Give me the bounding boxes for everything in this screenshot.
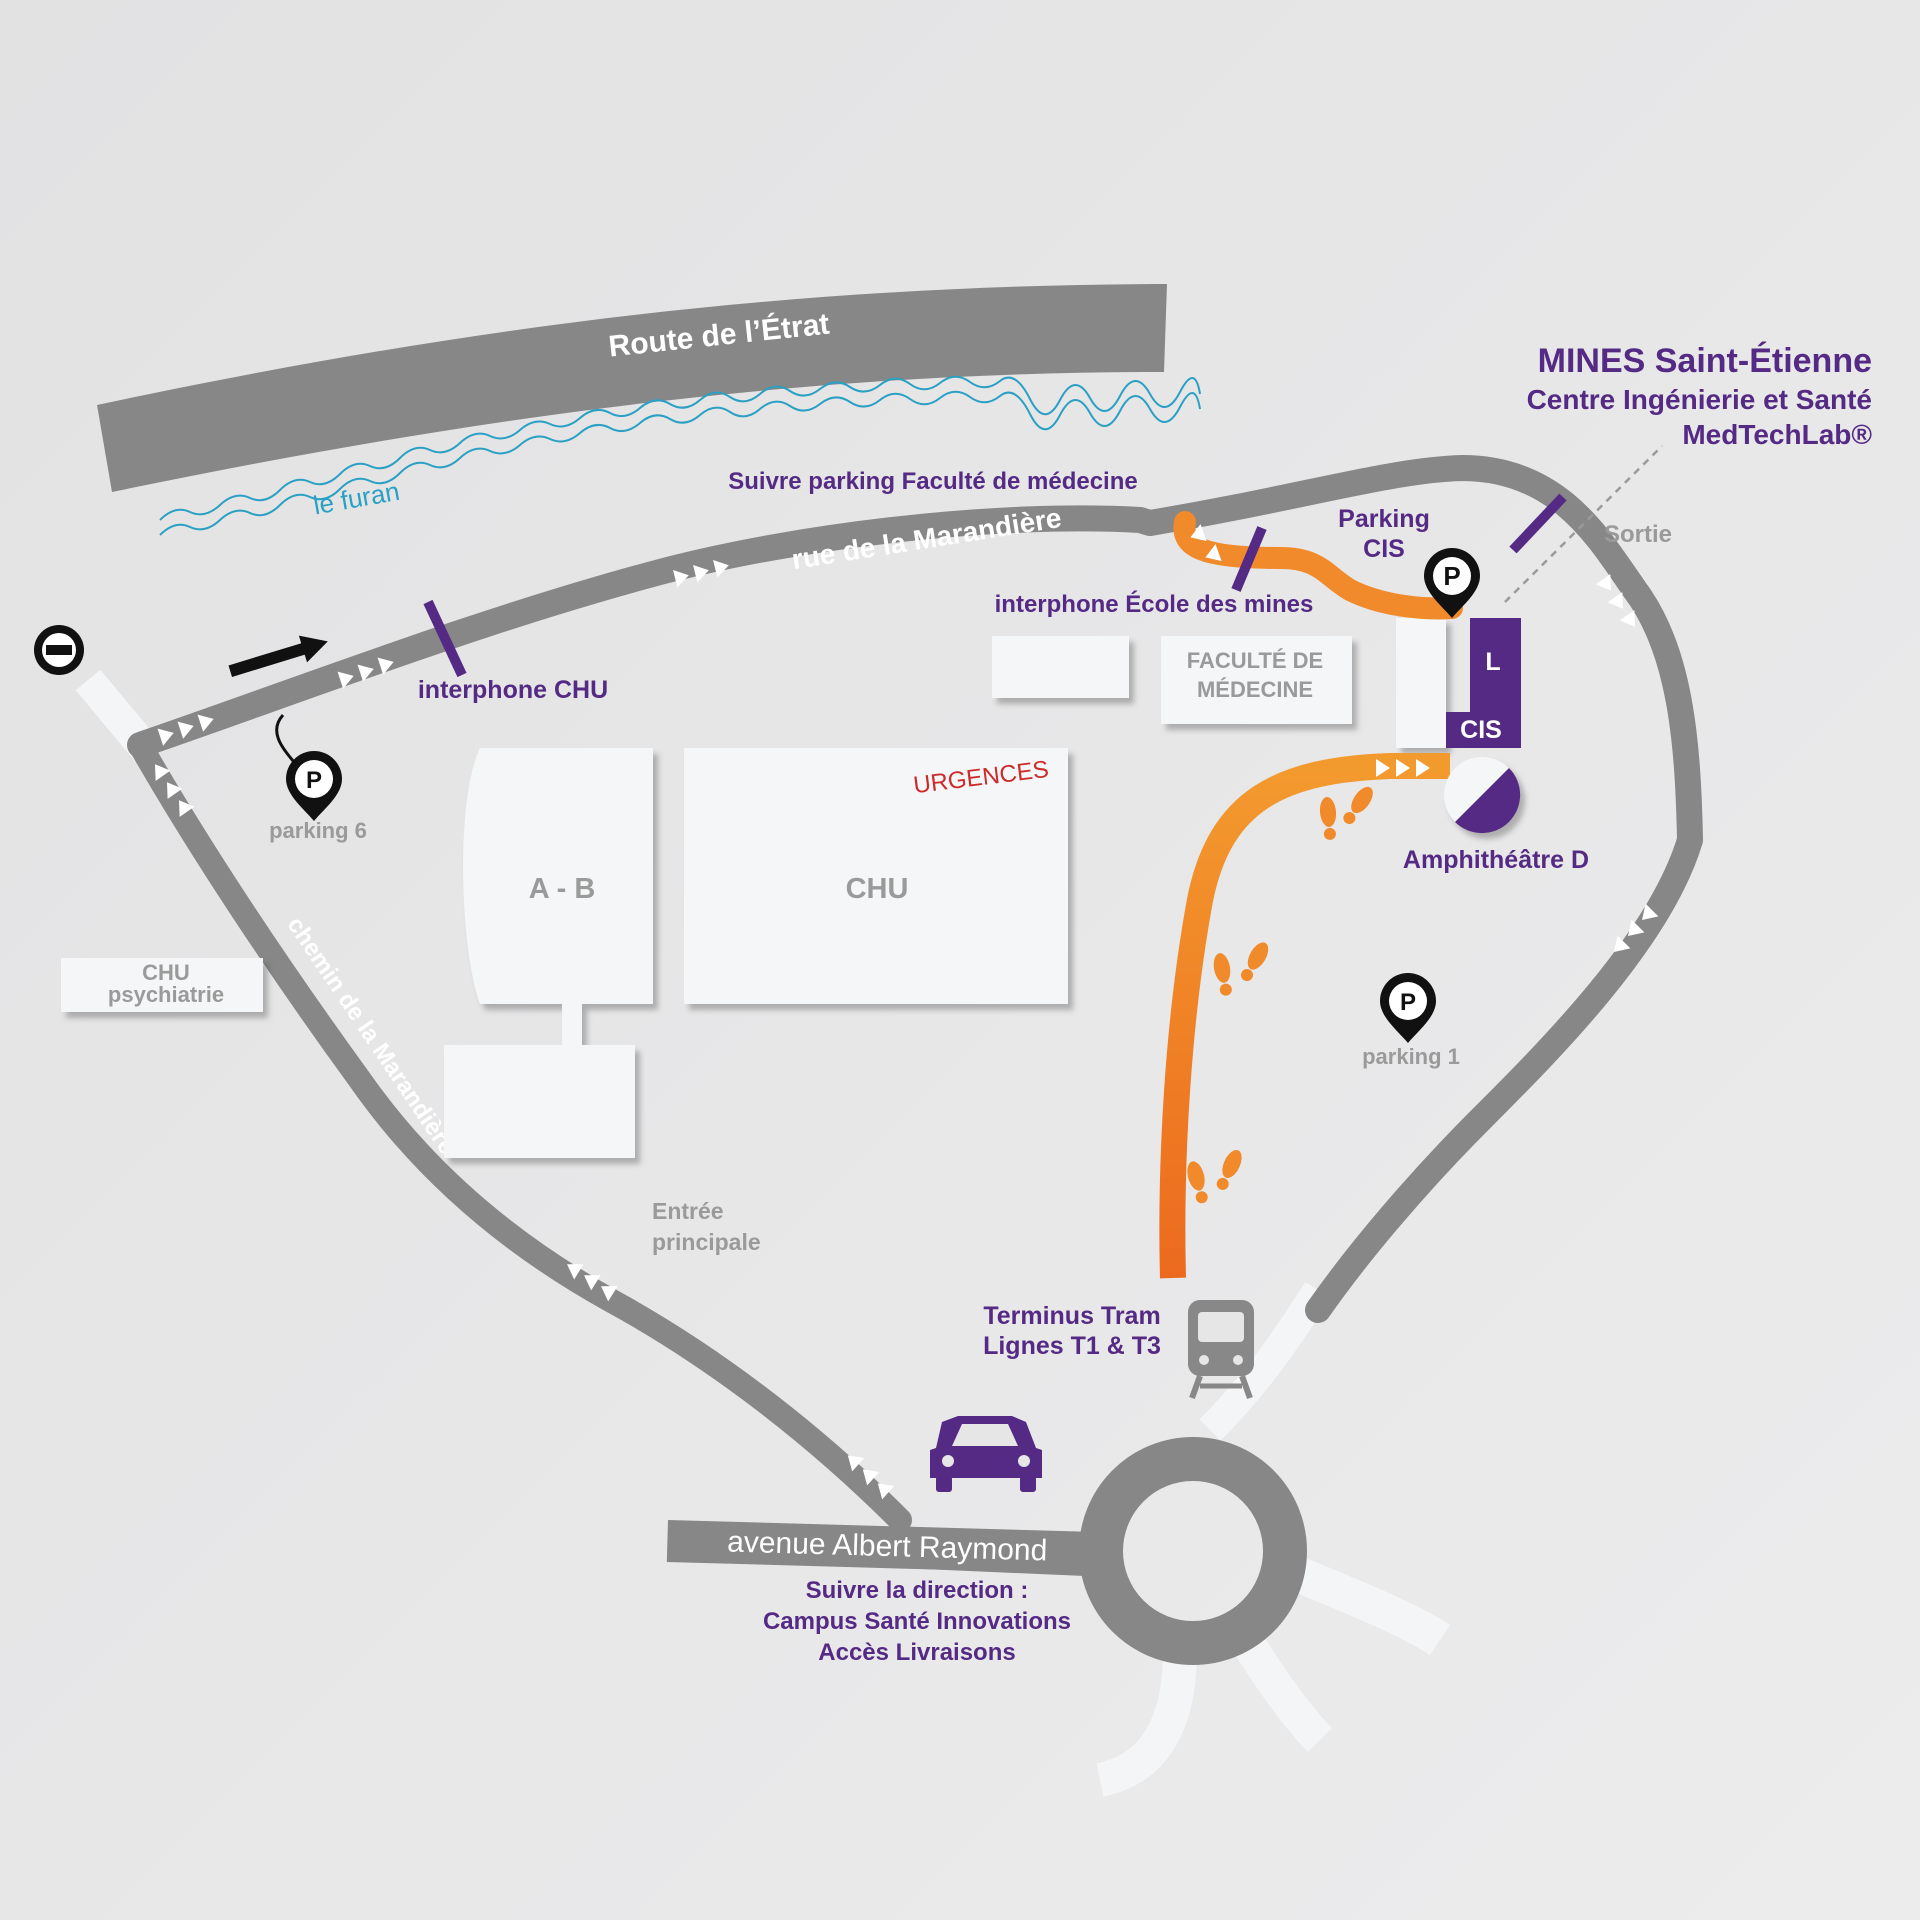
building-cis-white — [1396, 618, 1446, 748]
building-chu-label: CHU — [846, 873, 909, 905]
follow-direction-3: Accès Livraisons — [818, 1639, 1015, 1666]
building-cis — [1446, 712, 1521, 748]
tram-label-2: Lignes T1 & T3 — [983, 1332, 1161, 1360]
amphitheatre-label: Amphithéâtre D — [1403, 846, 1589, 874]
amphitheatre-marker-fill — [1455, 768, 1521, 834]
follow-direction-1: Suivre la direction : — [806, 1577, 1029, 1604]
building-l-label: L — [1485, 648, 1500, 676]
mines-line2: MedTechLab® — [1682, 419, 1872, 450]
entree-label-1: Entrée — [652, 1198, 724, 1224]
parking-cis-label-2: CIS — [1363, 535, 1405, 563]
tram-icon — [1188, 1300, 1254, 1400]
rue-marandiere-road — [127, 455, 1703, 1323]
river-line-1 — [159, 375, 1201, 521]
avenue-albert-body — [666, 1520, 1088, 1574]
river-line-2 — [159, 390, 1201, 536]
building-ab-connector — [562, 1000, 582, 1048]
building-cis-label: CIS — [1460, 716, 1502, 744]
access-road-tram — [1199, 1281, 1331, 1441]
intercom-chu-label: interphone CHU — [418, 676, 608, 704]
follow-direction-2: Campus Santé Innovations — [763, 1608, 1071, 1635]
entree-label-2: principale — [652, 1229, 761, 1255]
building-ab-label: A - B — [529, 873, 596, 905]
parking-cis-label-1: Parking — [1338, 505, 1430, 533]
parking-pin-icon: P — [1380, 973, 1436, 1043]
direction-arrow-icon — [228, 635, 328, 677]
route-to-parking-cis — [1173, 511, 1463, 620]
faculte-label-1: FACULTÉ DE — [1187, 648, 1323, 673]
svg-text:P: P — [306, 767, 322, 794]
roundabout-exit-southwest — [1096, 1649, 1197, 1797]
psychiatrie-label-2: psychiatrie — [108, 982, 224, 1007]
parking-pin-icon: P — [275, 713, 342, 821]
intercom-barrier-icon — [1231, 526, 1267, 592]
psychiatrie-label-1: CHU — [142, 960, 190, 985]
building-chu — [684, 748, 1068, 1004]
route-etrat-road — [97, 284, 1167, 492]
faculte-label-2: MÉDECINE — [1197, 677, 1313, 702]
sortie-label: Sortie — [1604, 521, 1672, 548]
roundabout — [1079, 1437, 1307, 1665]
svg-text:P: P — [1443, 561, 1460, 591]
parking-pin-icon: P — [1424, 548, 1480, 618]
mines-line1: Centre Ingénierie et Santé — [1527, 384, 1872, 415]
tram-label-1: Terminus Tram — [983, 1302, 1160, 1330]
svg-text:P: P — [1400, 989, 1416, 1016]
mines-title: MINES Saint-Étienne — [1538, 342, 1872, 380]
mines-leader-line — [1504, 445, 1663, 603]
follow-faculty-parking-label: Suivre parking Faculté de médecine — [728, 468, 1137, 495]
building-ab — [463, 748, 653, 1004]
car-icon — [930, 1416, 1042, 1492]
intercom-ecole-label: interphone École des mines — [995, 590, 1314, 618]
building-psychiatrie — [61, 958, 263, 1012]
no-entry-icon — [34, 625, 84, 675]
parking6-label: parking 6 — [269, 818, 367, 843]
parking1-label: parking 1 — [1362, 1044, 1460, 1069]
chemin-marandiere-road — [128, 733, 912, 1532]
intercom-barrier-icon — [1509, 493, 1567, 554]
building-unnamed — [992, 636, 1129, 698]
walking-route-to-amphi — [1159, 753, 1450, 1279]
building-ab-annex — [444, 1045, 635, 1158]
roundabout-exit-east — [1293, 1558, 1450, 1656]
building-faculte — [1161, 636, 1352, 724]
intercom-barrier-icon — [423, 599, 467, 678]
